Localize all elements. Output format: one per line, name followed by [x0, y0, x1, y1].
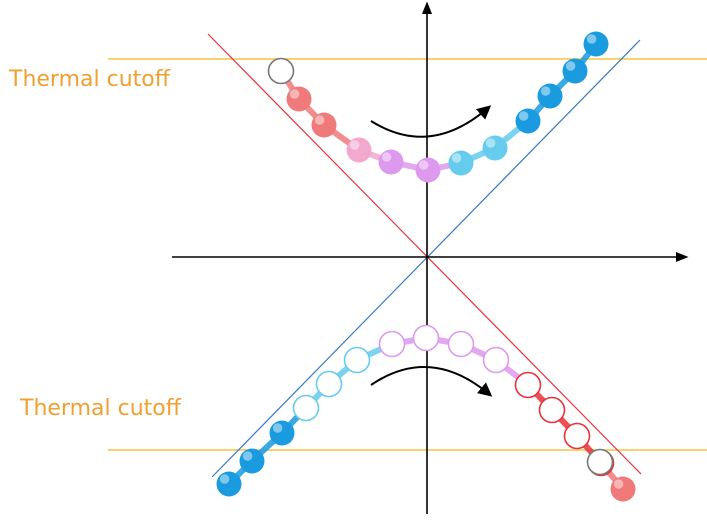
lower-chain-empty-bead: [514, 371, 542, 399]
lower-chain-empty-bead: [482, 346, 510, 374]
upper-chain-filled-bead: [515, 108, 541, 134]
upper-thermal-cutoff-label: Thermal cutoff: [9, 67, 170, 92]
lower-chain-empty-bead: [538, 396, 566, 424]
upper-curved-arrow: [370, 105, 492, 138]
lower-chain-empty-bead: [447, 330, 475, 358]
red-dispersion-line: [207, 33, 642, 475]
lower-chain-empty-bead: [292, 394, 320, 422]
upper-chain-bead-highlight: [381, 152, 392, 162]
upper-band-chain: [267, 31, 609, 183]
upper-chain-bead-highlight: [565, 61, 576, 71]
upper-chain-filled-bead: [346, 137, 372, 163]
blue-dispersion-line: [211, 39, 641, 478]
lower-chain-bead-highlight: [613, 479, 624, 489]
upper-chain-bead-highlight: [586, 34, 597, 44]
upper-chain-filled-bead: [286, 86, 312, 112]
lower-chain-bead-highlight: [272, 423, 283, 433]
upper-chain-bead-highlight: [540, 86, 551, 96]
upper-chain-filled-bead: [583, 31, 609, 57]
lower-chain-empty-bead: [586, 448, 614, 476]
lower-thermal-cutoff-label: Thermal cutoff: [20, 396, 181, 421]
lower-chain-filled-bead: [216, 471, 242, 497]
upper-chain-filled-bead: [562, 58, 588, 84]
upper-chain-bead-highlight: [485, 138, 496, 148]
lower-chain-empty-bead: [412, 324, 440, 352]
upper-chain-empty-bead: [267, 57, 295, 85]
upper-chain-bead-highlight: [314, 115, 325, 125]
lower-chain-bead-highlight: [219, 474, 230, 484]
upper-chain-filled-bead: [537, 83, 563, 109]
lower-chain-filled-bead: [610, 476, 636, 502]
lower-chain-empty-bead: [563, 422, 591, 450]
lower-curved-arrow: [370, 366, 493, 397]
upper-chain-filled-bead: [415, 157, 441, 183]
upper-chain-bead-highlight: [289, 89, 300, 99]
upper-chain-bead-highlight: [451, 153, 462, 163]
lower-chain-filled-bead: [239, 448, 265, 474]
upper-chain-bead-highlight: [418, 160, 429, 170]
lower-chain-empty-bead: [343, 346, 371, 374]
upper-chain-bead-highlight: [349, 140, 360, 150]
lower-chain-bead-highlight: [242, 451, 253, 461]
upper-chain-filled-bead: [448, 150, 474, 176]
lower-chain-empty-bead: [378, 330, 406, 358]
lower-chain-empty-bead: [315, 370, 343, 398]
upper-chain-filled-bead: [378, 149, 404, 175]
upper-chain-bead-highlight: [518, 111, 529, 121]
lower-chain-filled-bead: [269, 420, 295, 446]
upper-chain-filled-bead: [311, 112, 337, 138]
upper-chain-filled-bead: [482, 135, 508, 161]
lower-band-chain: [216, 324, 636, 502]
